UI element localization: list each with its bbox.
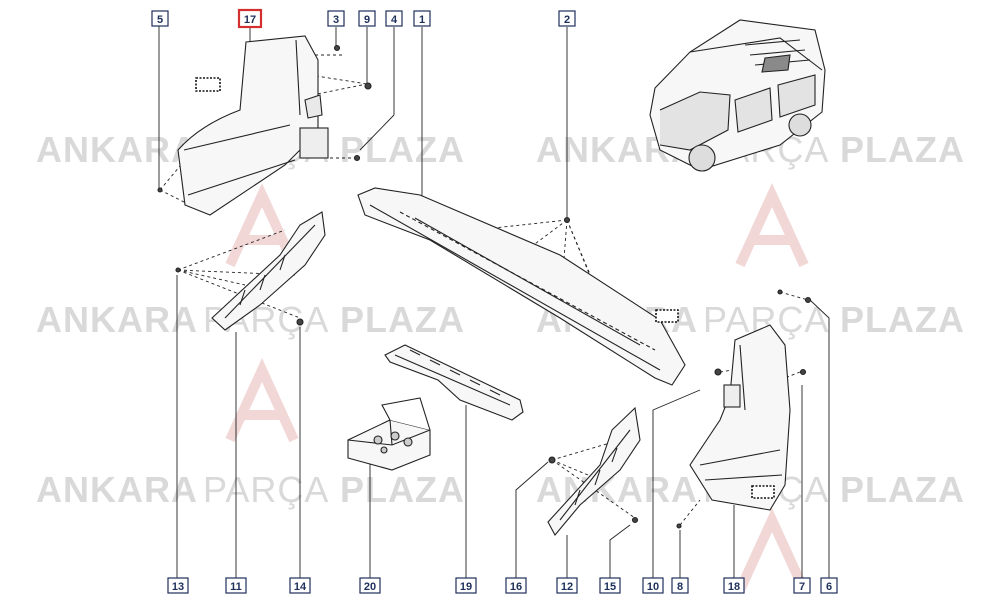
- screw-icon: [676, 289, 812, 529]
- wm-plaza: PLAZA: [340, 299, 465, 340]
- callout-5[interactable]: 5: [151, 10, 169, 27]
- wm-plaza: PLAZA: [840, 129, 965, 170]
- svg-text:4: 4: [391, 14, 398, 26]
- callout-19[interactable]: 19: [455, 577, 477, 594]
- screw-icon: [157, 44, 372, 193]
- callout-labels: 5 17 3 9 4 1 2 13 11 14 20 19 16 12 15 1…: [151, 8, 838, 594]
- wm-ankara: ANKARA: [36, 129, 198, 170]
- svg-text:1: 1: [419, 14, 425, 26]
- van-thumbnail-icon: [649, 19, 826, 172]
- wm-plaza: PLAZA: [340, 469, 465, 510]
- watermark-logo: [225, 182, 809, 593]
- clip-icon: [563, 216, 571, 224]
- wm-ankara: ANKARA: [536, 469, 698, 510]
- label-tag-icon: [751, 485, 775, 499]
- part-left-bumper-corner: [177, 35, 329, 216]
- part-clip-kit-box: [347, 397, 431, 471]
- callout-16[interactable]: 16: [505, 577, 527, 594]
- part-right-bracket: [547, 406, 641, 536]
- callout-12[interactable]: 12: [556, 577, 578, 594]
- part-step-plate: [384, 344, 524, 421]
- part-right-bumper-corner: [689, 324, 791, 511]
- svg-text:2: 2: [564, 14, 570, 26]
- watermark: ANKARA PARÇA PLAZA ANKARA PARÇA PLAZA AN…: [36, 129, 965, 593]
- svg-text:11: 11: [230, 581, 242, 593]
- svg-text:13: 13: [172, 581, 184, 593]
- callout-7[interactable]: 7: [793, 577, 811, 594]
- svg-text:9: 9: [364, 14, 370, 26]
- svg-text:10: 10: [647, 581, 659, 593]
- callout-4[interactable]: 4: [385, 10, 403, 27]
- nut-icon: [548, 456, 639, 524]
- callout-8[interactable]: 8: [671, 577, 689, 594]
- callout-13[interactable]: 13: [167, 577, 189, 594]
- callout-1[interactable]: 1: [413, 10, 431, 27]
- svg-text:12: 12: [561, 581, 573, 593]
- svg-text:5: 5: [157, 14, 163, 26]
- svg-text:6: 6: [826, 581, 832, 593]
- svg-text:15: 15: [604, 581, 616, 593]
- svg-text:14: 14: [294, 581, 307, 593]
- callout-3[interactable]: 3: [327, 10, 345, 27]
- nut-icon: [175, 267, 304, 326]
- part-left-bracket: [211, 211, 326, 331]
- leader-lines: [158, 26, 830, 578]
- wm-parca: PARÇA: [203, 469, 329, 510]
- callout-2[interactable]: 2: [558, 10, 576, 27]
- svg-text:3: 3: [333, 14, 339, 26]
- callout-20[interactable]: 20: [359, 577, 381, 594]
- callout-6[interactable]: 6: [820, 577, 838, 594]
- callout-10[interactable]: 10: [642, 577, 664, 594]
- svg-text:8: 8: [677, 581, 683, 593]
- wm-plaza: PLAZA: [840, 469, 965, 510]
- svg-text:19: 19: [460, 581, 472, 593]
- wm-plaza: PLAZA: [840, 299, 965, 340]
- svg-text:16: 16: [510, 581, 522, 593]
- svg-text:18: 18: [728, 581, 740, 593]
- svg-text:17: 17: [244, 14, 256, 26]
- callout-9[interactable]: 9: [358, 10, 376, 27]
- svg-text:7: 7: [799, 581, 805, 593]
- wm-ankara: ANKARA: [36, 469, 198, 510]
- parts: [157, 19, 826, 536]
- wm-plaza: PLAZA: [340, 129, 465, 170]
- wm-ankara: ANKARA: [36, 299, 198, 340]
- label-tag-icon: [655, 309, 679, 323]
- callout-15[interactable]: 15: [599, 577, 621, 594]
- svg-text:20: 20: [364, 581, 376, 593]
- callout-18[interactable]: 18: [723, 577, 745, 594]
- callout-17[interactable]: 17: [237, 8, 263, 29]
- label-tag-icon: [195, 77, 221, 92]
- callout-14[interactable]: 14: [289, 577, 311, 594]
- callout-11[interactable]: 11: [225, 577, 247, 594]
- part-rear-bumper-beam: [357, 187, 686, 386]
